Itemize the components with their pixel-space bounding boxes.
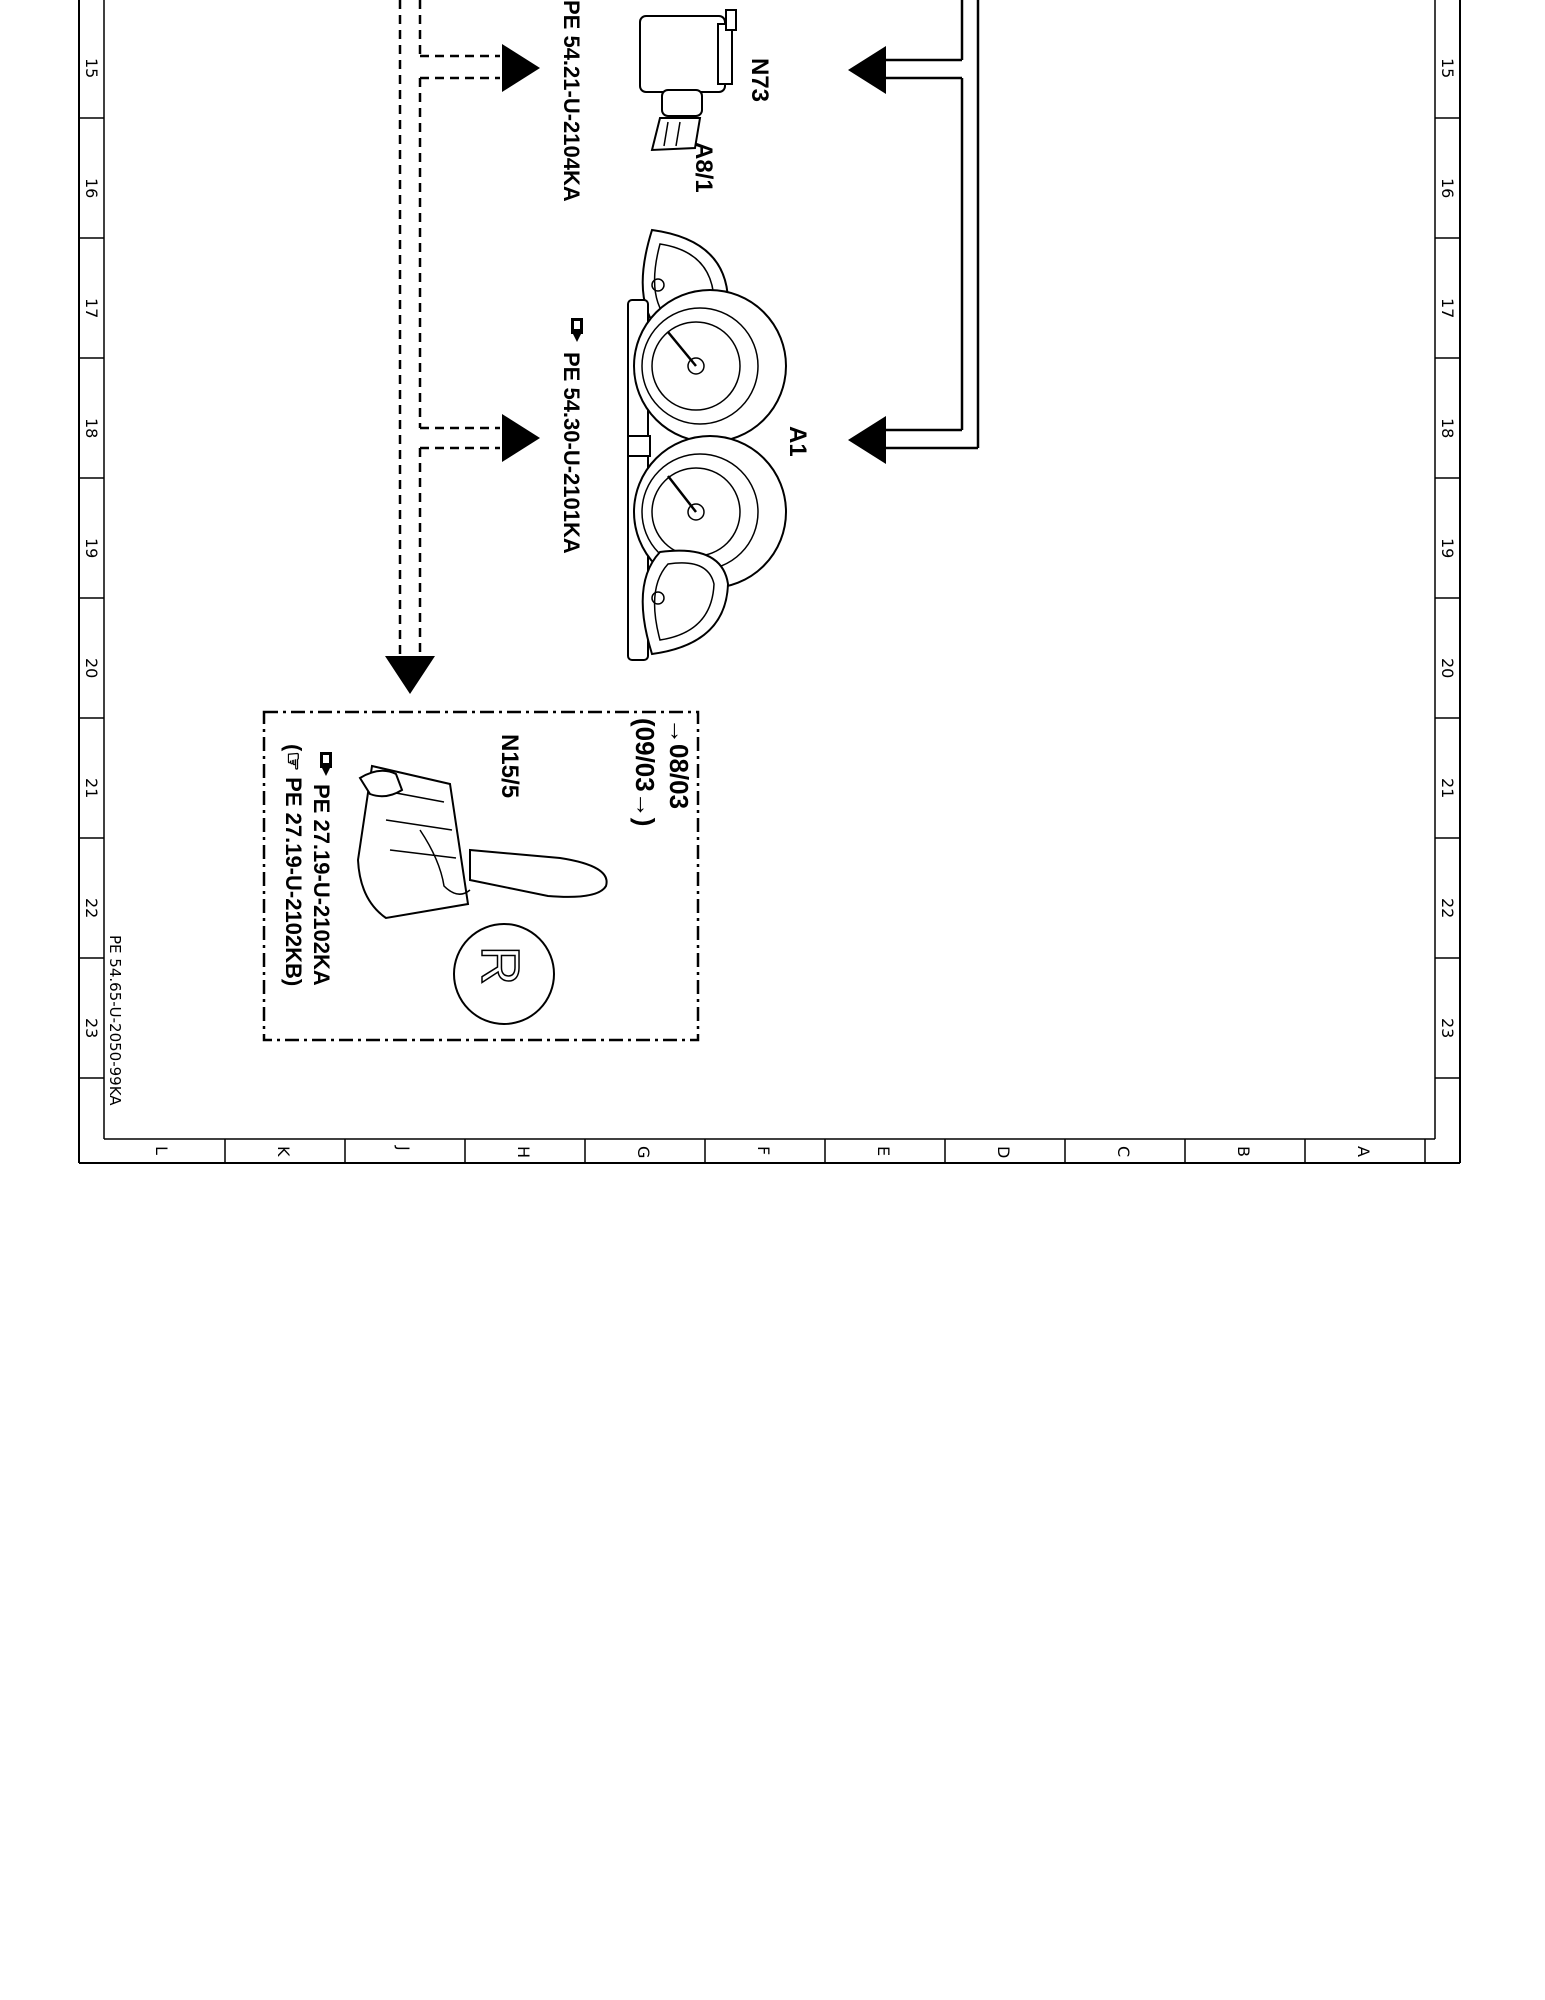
grid-letter: E [874,1146,893,1156]
n15-5-box: →08/03 (09/03→) N15/5 R PE 27.19-U-2102K… [262,710,700,1042]
grid-letter: F [754,1146,773,1155]
n15-5-label: N15/5 [496,734,523,798]
grid-letter: K [274,1146,293,1157]
grid-number: 17 [1438,298,1457,318]
grid-number: 15 [1438,58,1457,78]
a1-instrument-cluster: A1 [627,228,811,661]
grid-number: 18 [1438,418,1457,438]
grid-number: 23 [1438,1018,1457,1038]
grid-number: 21 [82,778,101,798]
grid-letter: J [394,1145,413,1151]
arrow-to-a1 [848,416,886,464]
ref-mid-text: PE 54.30-U-2101KA [559,352,584,554]
arrow-to-ref-top [502,44,540,92]
grid-number: 17 [82,298,101,318]
ref-mid-group: PE 54.30-U-2101KA [559,318,584,554]
pointing-hand-icon [320,752,332,776]
grid-number: 16 [1438,178,1457,198]
grid-number: 23 [82,1018,101,1038]
pointing-hand-icon [571,318,583,342]
grid-number: 22 [82,898,101,918]
grid-letter: B [1234,1146,1253,1157]
grid-number: 15 [82,58,101,78]
n15-5-date-range-2: (09/03→) [630,718,660,826]
grid-numbers-right: 15 16 17 18 19 20 21 22 23 [1438,58,1457,1038]
ref-top-group: PE 54.21-U-2104KA [559,0,584,202]
arrow-to-n15-5 [385,656,435,694]
grid-numbers-left: 15 16 17 18 19 20 21 22 23 [82,58,101,1038]
grid-letter: C [1114,1146,1133,1157]
ref-top-text: PE 54.21-U-2104KA [559,0,584,202]
grid-letter: A [1354,1146,1373,1157]
grid-number: 20 [82,658,101,678]
grid-letter: H [514,1146,533,1158]
grid-number: 19 [82,538,101,558]
ref-n15-b-text: (☞ PE 27.19-U-2102KB) [281,744,306,986]
grid-number: 19 [1438,538,1457,558]
a1-label: A1 [784,426,811,457]
grid-letter: D [994,1146,1013,1158]
grid-number: 20 [1438,658,1457,678]
dashed-wires [385,0,540,694]
n73-ignition-switch: N73 A8/1 [639,9,773,193]
reverse-symbol: R [470,946,530,985]
document-id: PE 54.65-U-2050-99KA [106,935,124,1106]
signal-wires [848,0,980,464]
n15-5-date-range-1: →08/03 [664,718,694,809]
grid-number: 18 [82,418,101,438]
drawing-frame [78,0,1461,1164]
grid-letters-bottom: L K J H G F E D C B A [152,1145,1373,1158]
arrow-to-n73 [848,46,886,94]
grid-letter: L [152,1146,171,1155]
grid-number: 21 [1438,778,1457,798]
grid-number: 22 [1438,898,1457,918]
n73-label: N73 [746,58,773,102]
a8-1-label: A8/1 [690,142,717,193]
arrow-to-ref-mid [502,414,540,462]
grid-letter: G [634,1146,653,1158]
n15-5-gear-selector [356,764,608,920]
grid-number: 16 [82,178,101,198]
ref-n15-a-text: PE 27.19-U-2102KA [309,784,334,986]
